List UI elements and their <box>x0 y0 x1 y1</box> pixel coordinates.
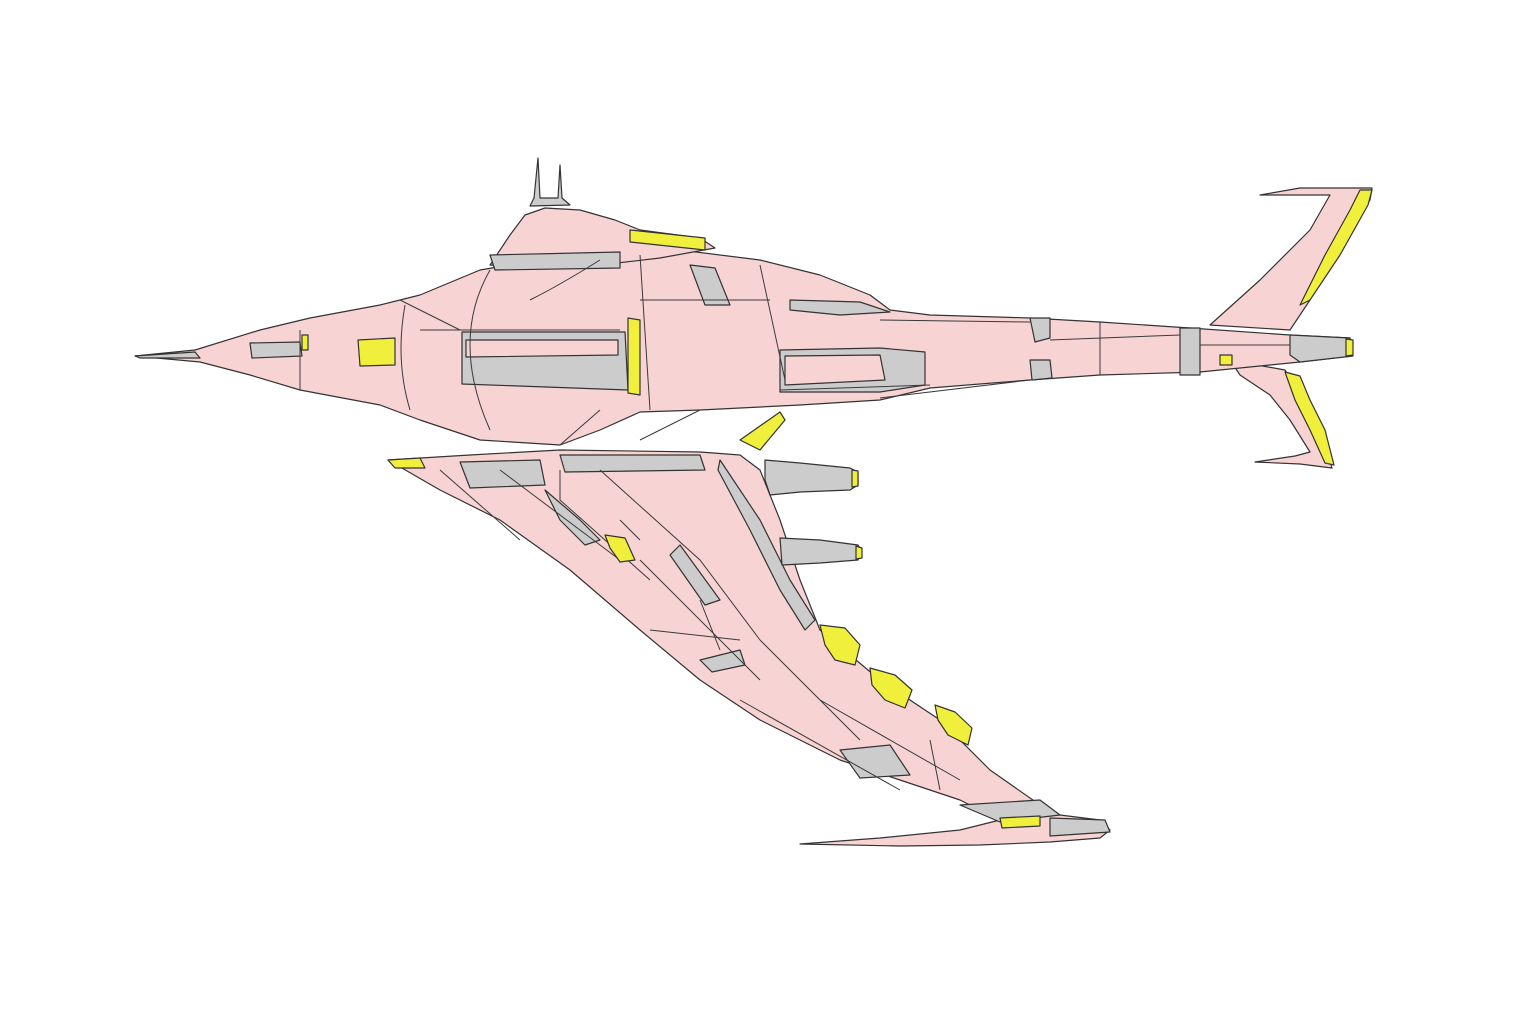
body-panel-lines <box>299 254 1290 446</box>
wing-grey-panel <box>559 454 706 473</box>
nose-spike <box>134 351 201 359</box>
wing-grey-panel <box>839 744 911 779</box>
wing-panel-lines <box>439 469 961 791</box>
wing-light <box>999 815 1041 829</box>
body-inner-panel <box>784 354 886 386</box>
body-light <box>357 337 396 367</box>
body-light <box>1219 354 1233 366</box>
body-grey-panel <box>1179 327 1201 376</box>
wing-grey-panel <box>717 459 816 631</box>
body-light <box>739 411 786 451</box>
wing-light <box>387 457 426 469</box>
upper-tail-fin <box>1209 187 1373 331</box>
upper-fin-light <box>1299 189 1373 306</box>
wing-light <box>934 704 973 746</box>
body-grey-panel <box>249 341 303 359</box>
upper-cannon-pod <box>764 459 859 496</box>
body-grey-panel <box>789 299 891 316</box>
upper-cannon-muzzle <box>851 469 859 488</box>
body-light <box>627 317 641 396</box>
body-grey-panel <box>1029 317 1051 343</box>
wing-light <box>819 624 861 666</box>
body-inner-panel <box>465 339 619 358</box>
wing-grey-panel <box>459 459 546 489</box>
body-light <box>629 229 706 251</box>
body-grey-panel <box>689 264 731 306</box>
wing-grey-panel <box>1049 817 1111 837</box>
antenna <box>529 157 571 207</box>
body-grey-panel <box>489 251 621 271</box>
wing-light <box>604 534 636 563</box>
wing-grey-panel <box>669 544 721 606</box>
engine-exhaust <box>1289 334 1354 363</box>
wing-grey-panel <box>544 489 601 546</box>
lower-fin-light <box>1284 371 1335 466</box>
lower-cannon-pod <box>779 537 863 566</box>
body-grey-panel <box>1029 359 1053 381</box>
wing-light <box>869 667 913 709</box>
engine-nozzle-light <box>1345 338 1354 357</box>
body-light <box>301 334 309 351</box>
lower-cannon-muzzle <box>855 545 863 560</box>
main-fuselage <box>134 249 1353 446</box>
